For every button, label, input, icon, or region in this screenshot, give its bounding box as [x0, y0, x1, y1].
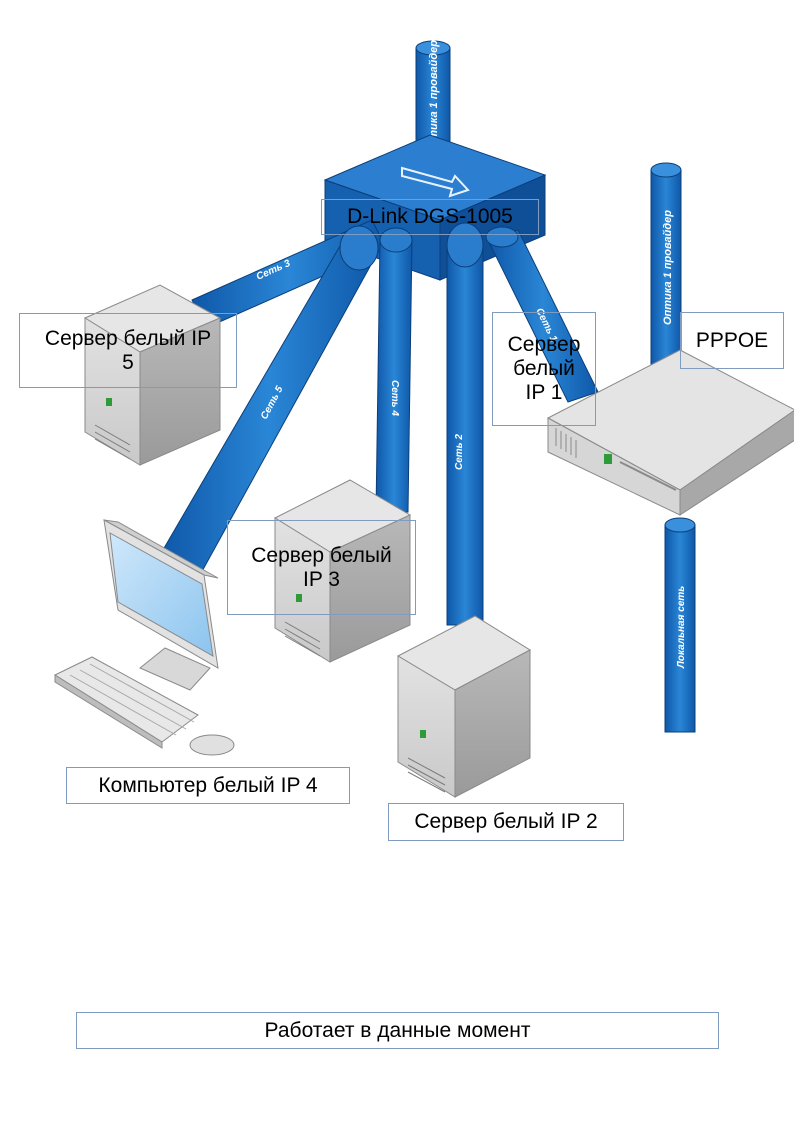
local-network-cable: Локальная сеть	[664, 517, 696, 733]
arrow-icon	[401, 166, 470, 198]
router-label: PPPOE	[680, 312, 784, 369]
server5-device	[83, 284, 222, 466]
status-label: Работает в данные момент	[76, 1012, 719, 1049]
router-device	[546, 349, 794, 516]
switch-label: D-Link DGS-1005	[321, 199, 539, 235]
monitor-screen	[109, 532, 214, 657]
cable-net4: Сеть 4	[375, 227, 413, 513]
computer4-label: Компьютер белый IP 4	[66, 767, 350, 804]
router-led-icon	[604, 454, 612, 464]
net2-label: Сеть 2	[454, 434, 465, 470]
local-network-label: Локальная сеть	[676, 586, 687, 669]
net4-label: Сеть 4	[389, 380, 400, 416]
computer-device	[53, 519, 235, 756]
cable-net2: Сеть 2	[446, 222, 484, 626]
server2-label: Сервер белый IP 2	[388, 803, 624, 841]
server3-device	[273, 479, 412, 663]
mouse-icon	[189, 734, 235, 756]
fiber-right-cable: Оптика 1 провайдер	[650, 162, 682, 371]
server2-device	[396, 615, 532, 798]
server3-label: Сервер белый IP 3	[227, 520, 416, 615]
server5-label: Сервер белый IP 5	[19, 313, 237, 388]
server1-label: Сервер белый IP 1	[492, 312, 596, 426]
fiber-top-label: Оптика 1 провайдер	[428, 40, 440, 155]
fiber-right-label: Оптика 1 провайдер	[662, 210, 674, 325]
